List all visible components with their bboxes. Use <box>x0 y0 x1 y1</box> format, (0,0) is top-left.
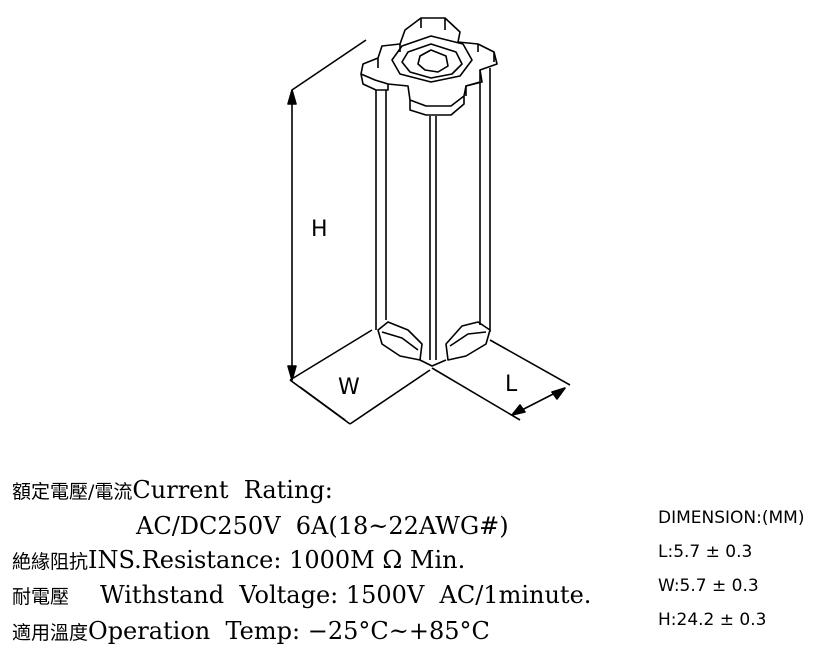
dimension-title: DIMENSION:(MM) <box>658 508 805 528</box>
spec-voltage-current-text: AC/DC250V 6A(18~22AWG#) <box>136 512 509 540</box>
spec-voltage-current: AC/DC250V 6A(18~22AWG#) <box>136 514 509 538</box>
spec-operation-temp-cjk: 適用溫度 <box>12 622 89 644</box>
spec-current-rating-cjk: 額定電壓/電流 <box>12 481 133 503</box>
spec-ins-resistance-cjk: 絶緣阻抗 <box>12 551 89 573</box>
dimension-row-w: W:5.7 ± 0.3 <box>658 576 759 596</box>
length-dimension <box>431 339 571 421</box>
terminal-top-cap <box>360 17 498 116</box>
terminal-drawing: H W L <box>287 17 571 425</box>
width-label: W <box>338 375 360 400</box>
width-dimension <box>289 369 431 425</box>
length-label: L <box>505 372 518 397</box>
terminal-body <box>375 68 491 360</box>
dimension-row-h: H:24.2 ± 0.3 <box>658 610 767 630</box>
spec-withstand-voltage-cjk: 耐電壓 <box>12 586 70 608</box>
spec-ins-resistance-text: INS.Resistance: 1000M Ω Min. <box>88 546 466 574</box>
spec-operation-temp-text: Operation Temp: −25°C~+85°C <box>88 617 490 645</box>
spec-current-rating: 額定電壓/電流Current Rating: <box>12 478 333 502</box>
spec-operation-temp: 適用溫度Operation Temp: −25°C~+85°C <box>12 619 490 643</box>
height-dimension <box>287 39 373 381</box>
terminal-bottom-tabs <box>377 321 491 367</box>
height-label: H <box>311 217 328 242</box>
spec-ins-resistance: 絶緣阻抗INS.Resistance: 1000M Ω Min. <box>12 548 465 572</box>
dimension-row-l: L:5.7 ± 0.3 <box>658 542 753 562</box>
spec-withstand-voltage-text: Withstand Voltage: 1500V AC/1minute. <box>100 581 592 609</box>
spec-current-rating-text: Current Rating: <box>132 476 333 504</box>
spec-withstand-voltage: 耐電壓 Withstand Voltage: 1500V AC/1minute. <box>12 583 591 607</box>
